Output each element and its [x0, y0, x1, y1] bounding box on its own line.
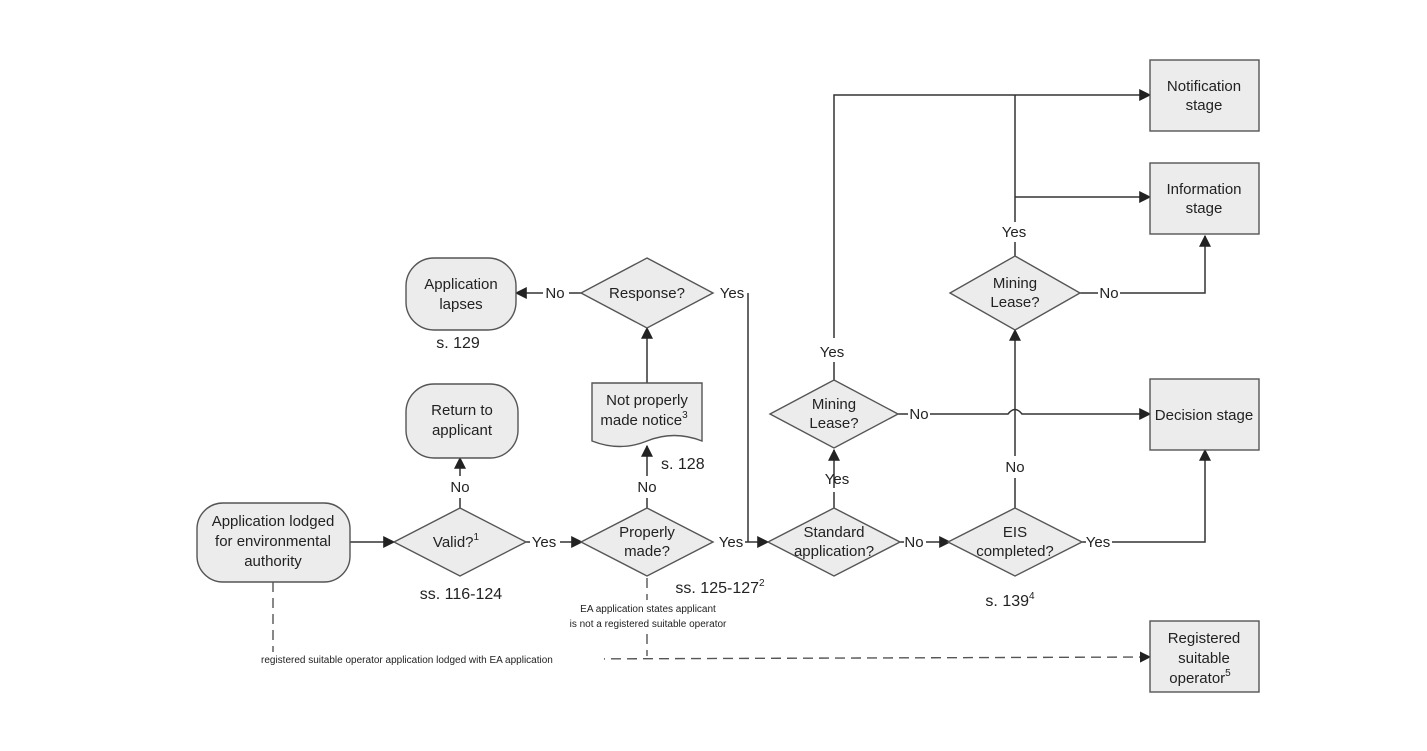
annotation-ea-line1: EA application states applicant: [580, 604, 716, 615]
lodged-line1: Application lodged: [212, 513, 335, 530]
label-valid-yes: Yes: [532, 534, 556, 551]
edge-rso-dashed: [272, 582, 1152, 663]
label-standard-no: No: [904, 534, 923, 551]
label-response-yes: Yes: [720, 285, 744, 302]
lodged-line2: for environmental: [215, 533, 331, 550]
edge-mining1-decision: [930, 408, 1152, 420]
connectors: [272, 89, 1211, 663]
notice-line2: made notice: [600, 412, 682, 429]
node-return-to-applicant: Return to applicant: [405, 383, 519, 459]
annotations: EA application states applicant is not a…: [258, 604, 727, 666]
return-line2: applicant: [432, 422, 493, 439]
notice-line1: Not properly: [606, 392, 688, 409]
node-information-stage: Information stage: [1149, 162, 1260, 235]
svg-text:ss. 125-1272: ss. 125-1272: [675, 578, 765, 597]
label-eis-no: No: [1005, 459, 1024, 476]
notification-line1: Notification: [1167, 78, 1241, 95]
ref-eis: s. 139: [985, 593, 1029, 610]
lapses-line1: Application: [424, 276, 497, 293]
properly-made-line2: made?: [624, 543, 670, 560]
eis-line1: EIS: [1003, 524, 1027, 541]
response-label: Response?: [609, 285, 685, 302]
annotation-rso-backdrop: [258, 652, 604, 666]
properly-made-line1: Properly: [619, 524, 675, 541]
standard-line2: application?: [794, 543, 874, 560]
eis-line2: completed?: [976, 543, 1054, 560]
information-line2: stage: [1186, 200, 1223, 217]
svg-text:Valid?1: Valid?1: [433, 532, 480, 551]
label-properly-no: No: [637, 479, 656, 496]
lodged-line3: authority: [244, 553, 302, 570]
mining1-line2: Lease?: [809, 415, 858, 432]
label-response-no: No: [545, 285, 564, 302]
valid-label: Valid?: [433, 534, 474, 551]
node-standard-application-decision: Standard application?: [766, 507, 902, 577]
label-eis-yes: Yes: [1086, 534, 1110, 551]
rso-line1: Registered: [1168, 630, 1241, 647]
rso-line3: operator: [1169, 670, 1225, 687]
node-valid-decision: Valid?1: [392, 507, 528, 577]
notification-line2: stage: [1186, 97, 1223, 114]
ref-properly-made: ss. 125-127: [675, 580, 759, 597]
notice-footnote: 3: [682, 410, 688, 421]
label-valid-no: No: [450, 479, 469, 496]
section-references: ss. 116-124 ss. 125-1272 s. 128 s. 129 s…: [420, 335, 1035, 610]
edge-eis-decision: [1112, 448, 1211, 543]
label-mining1-yes: Yes: [820, 344, 844, 361]
label-properly-yes: Yes: [719, 534, 743, 551]
node-registered-suitable-operator: Registered suitable operator5: [1149, 620, 1260, 693]
mining2-line2: Lease?: [990, 294, 1039, 311]
ref-properly-made-footnote: 2: [759, 578, 765, 589]
standard-line1: Standard: [804, 524, 865, 541]
annotation-ea-line2: is not a registered suitable operator: [570, 619, 727, 630]
label-mining2-yes: Yes: [1002, 224, 1026, 241]
node-decision-stage: Decision stage: [1149, 378, 1260, 451]
ref-notice: s. 128: [661, 456, 705, 473]
return-line1: Return to: [431, 402, 493, 419]
lapses-line2: lapses: [439, 296, 482, 313]
node-response-decision: Response?: [579, 257, 715, 329]
svg-text:operator5: operator5: [1169, 668, 1231, 687]
label-mining2-no: No: [1099, 285, 1118, 302]
node-application-lodged: Application lodged for environmental aut…: [196, 502, 351, 583]
mining2-line1: Mining: [993, 275, 1037, 292]
node-notification-stage: Notification stage: [1149, 59, 1260, 132]
node-not-properly-made-notice: Not properly made notice3: [591, 382, 703, 448]
rso-line2: suitable: [1178, 650, 1230, 667]
ref-valid: ss. 116-124: [420, 586, 503, 603]
node-mining-lease-decision-1: Mining Lease?: [768, 379, 900, 449]
svg-text:s. 1394: s. 1394: [985, 591, 1035, 610]
node-eis-completed-decision: EIS completed?: [946, 507, 1084, 577]
decision-label: Decision stage: [1155, 407, 1253, 424]
annotation-rso-lodged: registered suitable operator application…: [261, 655, 553, 666]
label-mining1-no: No: [909, 406, 928, 423]
node-mining-lease-decision-2: Mining Lease?: [948, 255, 1082, 331]
information-line1: Information: [1166, 181, 1241, 198]
edge-mining1-notification: [833, 89, 1152, 338]
rso-footnote: 5: [1225, 668, 1231, 679]
svg-text:made notice3: made notice3: [600, 410, 688, 429]
valid-footnote: 1: [474, 532, 480, 543]
label-standard-yes: Yes: [825, 471, 849, 488]
mining1-line1: Mining: [812, 396, 856, 413]
node-application-lapses: Application lapses: [405, 257, 517, 331]
edge-labels: No Yes No Yes No Yes Yes No Yes No No Ye…: [450, 224, 1118, 551]
ref-lapses: s. 129: [436, 335, 480, 352]
ref-eis-footnote: 4: [1029, 591, 1035, 602]
node-properly-made-decision: Properly made?: [579, 507, 715, 577]
edge-mining2-information-no: [1120, 234, 1211, 294]
